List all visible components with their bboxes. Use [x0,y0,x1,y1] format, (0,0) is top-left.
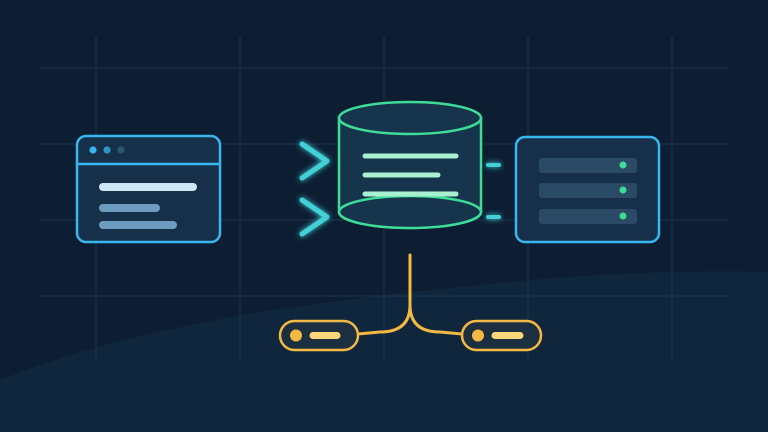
database-bottom-rim [337,194,483,230]
chevron-right-icon [299,141,330,181]
server-row [539,209,637,224]
database-top [337,100,483,136]
browser-dot-icon [117,146,125,154]
server-connectors [486,163,501,219]
pill-node-icon [278,319,360,352]
branch-line [356,253,464,336]
browser-window-icon [75,134,222,244]
server-row [539,183,637,198]
database-cylinder-icon [337,100,483,230]
browser-dot-icon [103,146,111,154]
chevron-right-icon [299,197,330,237]
server-status-dot [619,186,627,194]
server-status-dot [619,212,627,220]
server-rack-icon [514,135,661,244]
server-row [539,158,637,173]
flow-arrows [299,141,330,237]
node-dot [290,329,302,342]
browser-dot-icon [89,146,97,154]
server-status-dot [619,161,627,169]
pill-node-icon [460,319,543,352]
node-dot [472,329,484,342]
